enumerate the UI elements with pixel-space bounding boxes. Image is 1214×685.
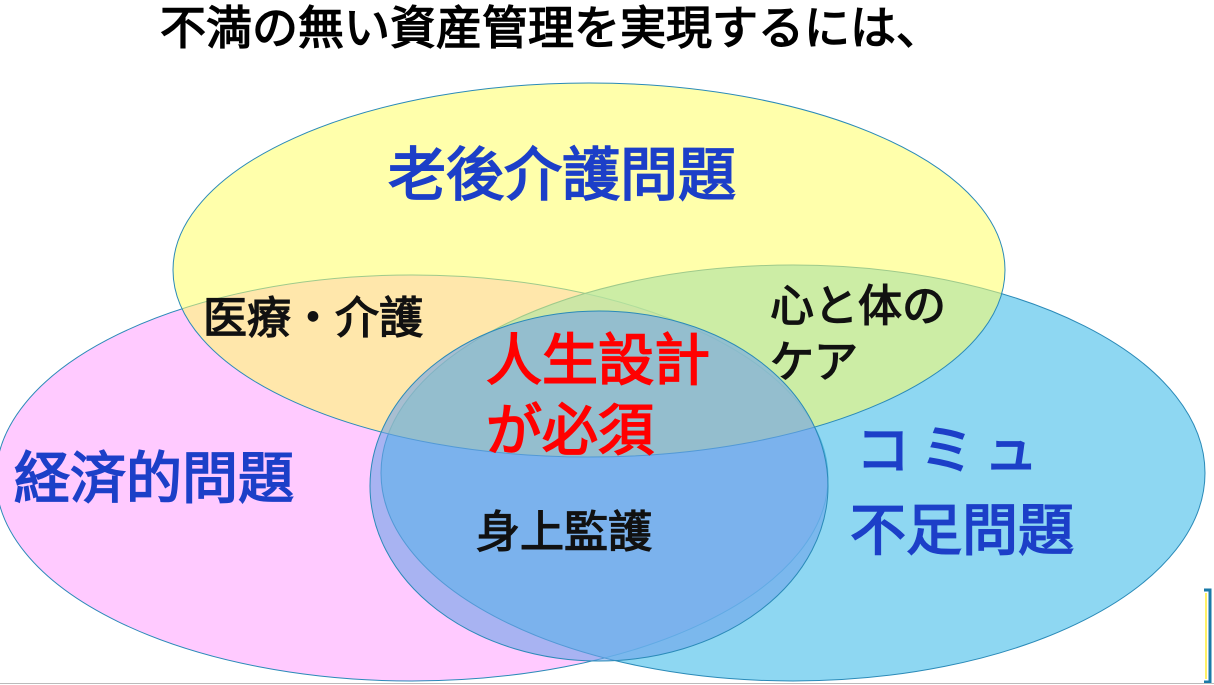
label-elderly-care: 老後介護問題: [388, 141, 737, 209]
label-life-planning-1: 人生設計: [486, 329, 710, 394]
label-mind-body-1: 心と体の: [770, 281, 946, 332]
label-mind-body-2: ケア: [770, 337, 858, 388]
page-title: 不満の無い資産管理を実現するには、: [160, 1, 942, 55]
label-economic: 経済的問題: [14, 447, 294, 512]
label-medical-care: 医療・介護: [203, 293, 423, 344]
bracket-decoration: [1204, 588, 1212, 684]
center-blue-ellipse: [369, 310, 829, 662]
label-communication-2: 不足問題: [850, 499, 1074, 564]
label-life-planning-2: が必須: [486, 399, 654, 464]
label-communication-1: コミュ: [856, 419, 1048, 482]
label-personal-guardianship: 身上監護: [476, 507, 652, 558]
